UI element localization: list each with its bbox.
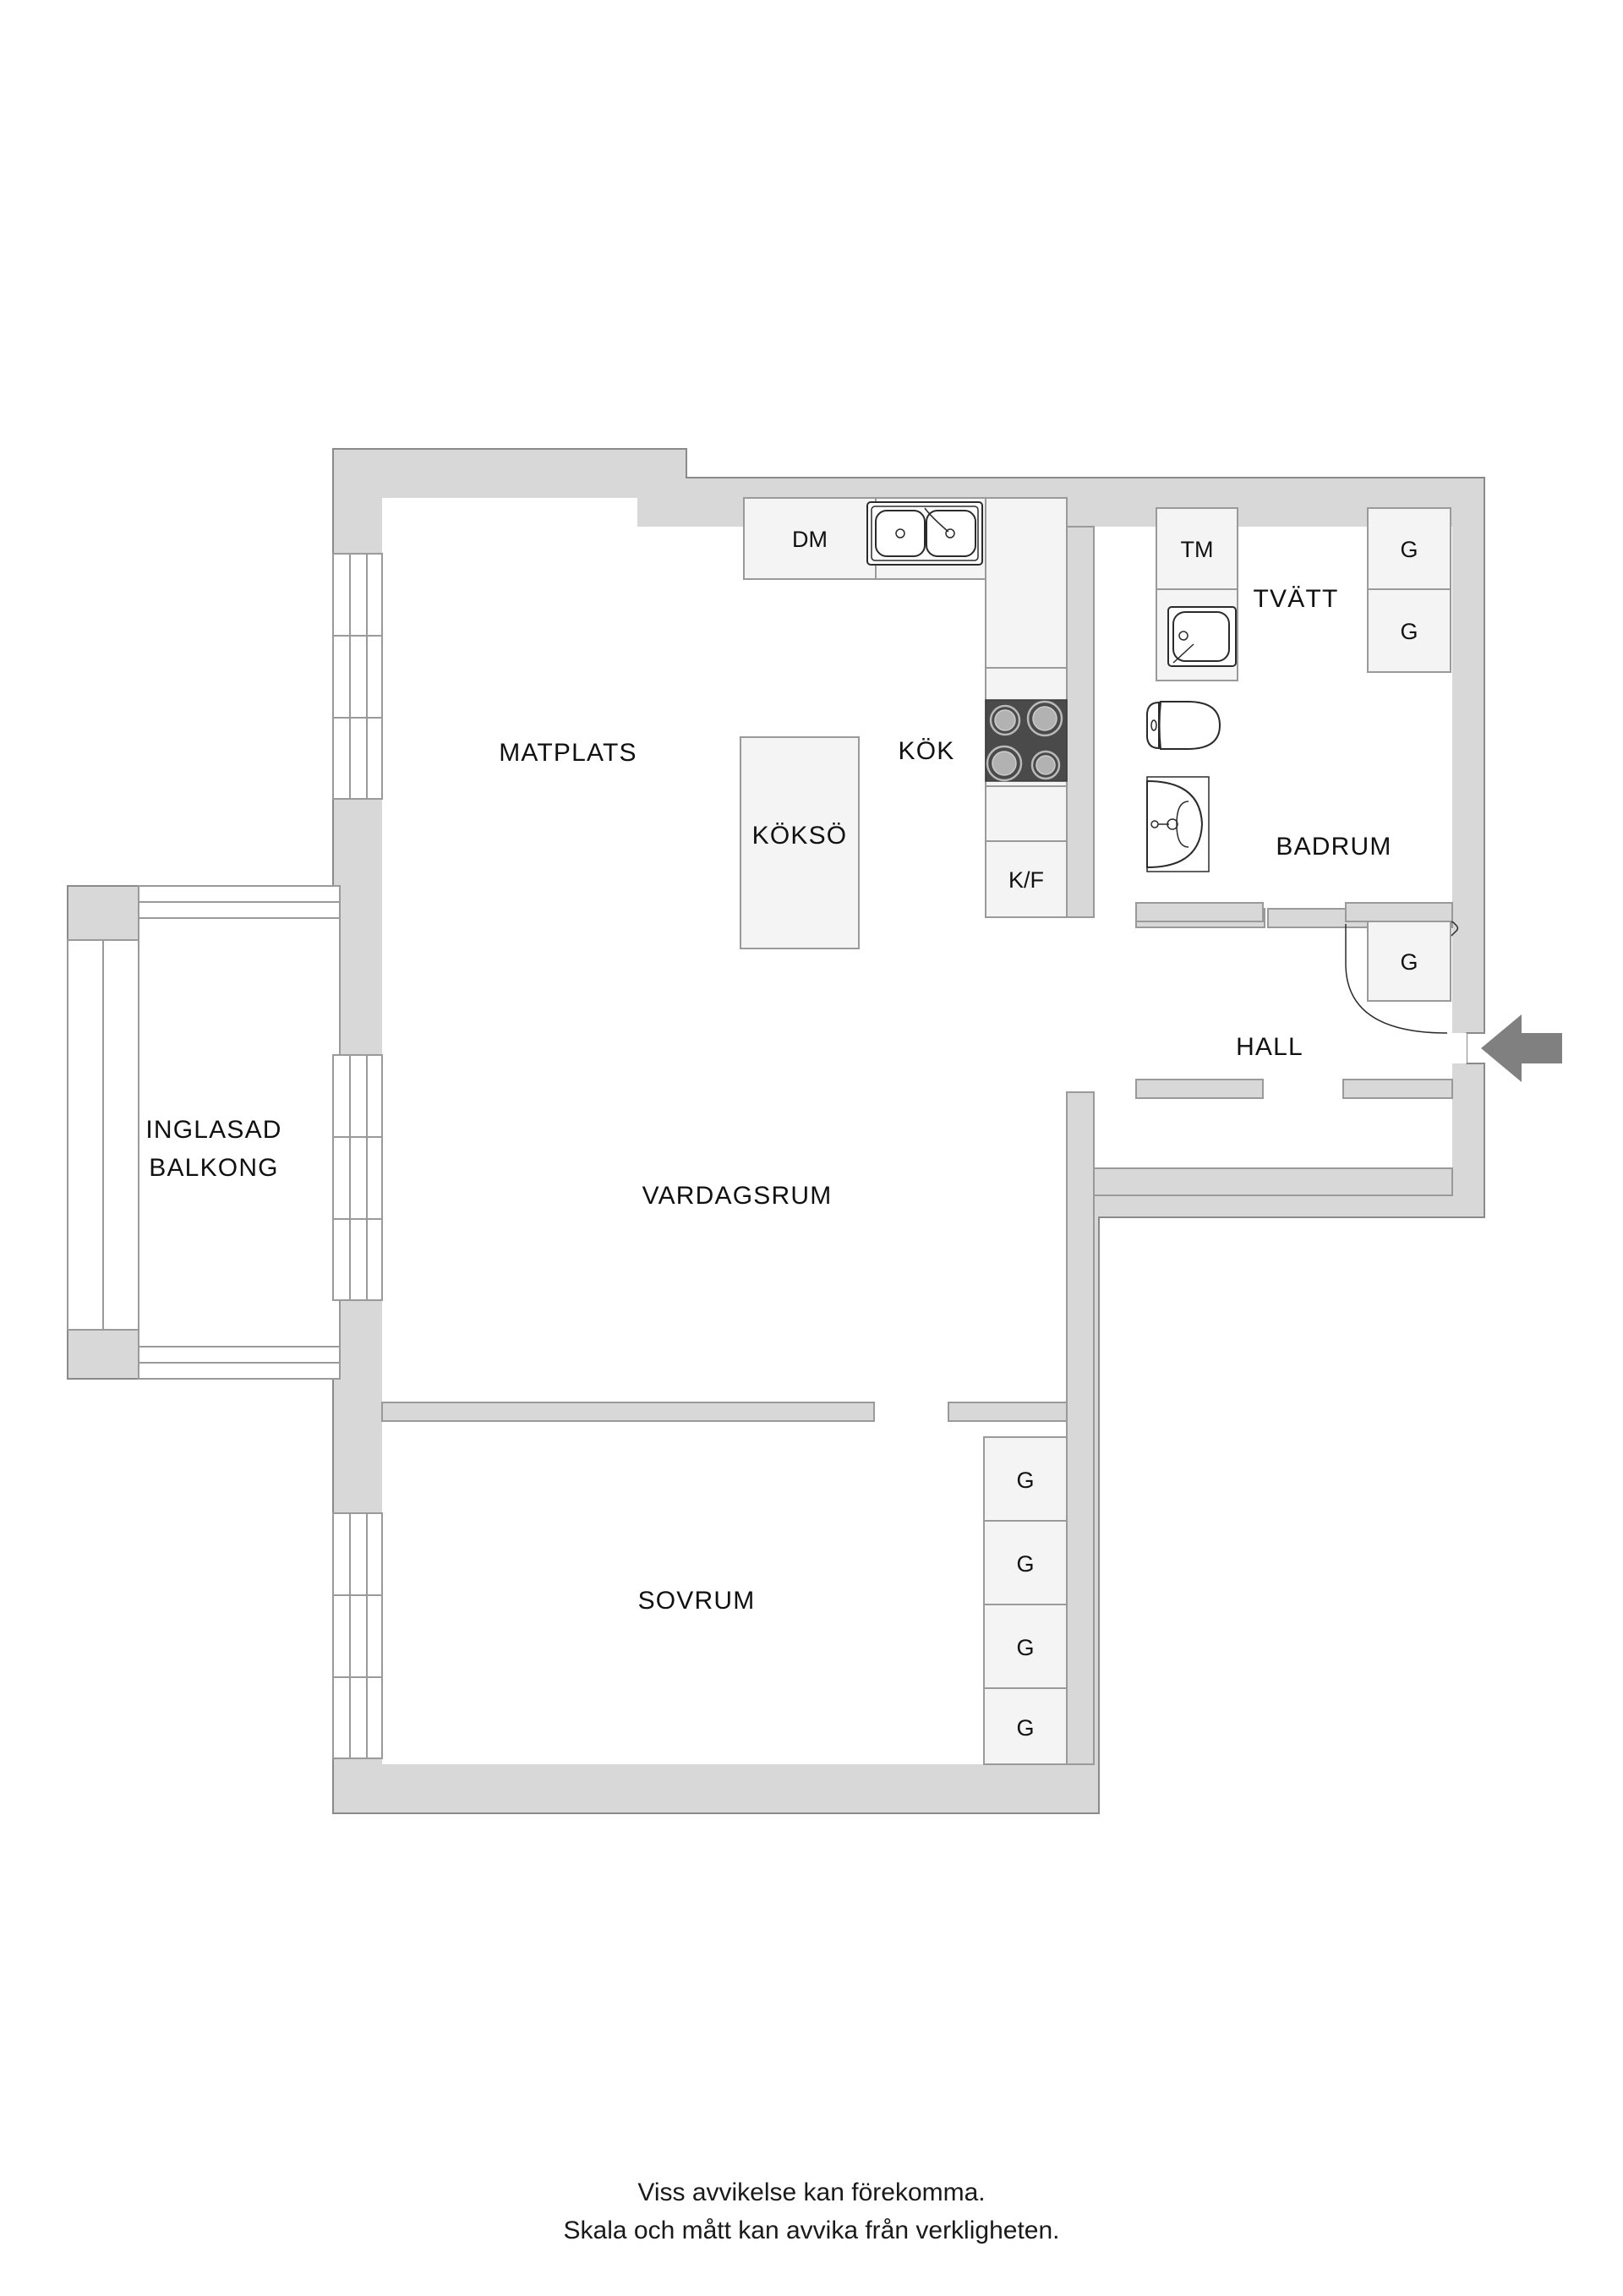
appliance-label-tumbledryer: TM [1181,537,1214,562]
utility-sink-bowl [1172,611,1230,662]
washbasin-inner [1176,801,1189,848]
room-label-vardagsrum: VARDAGSRUM [642,1182,833,1210]
closet-hall-cell [1367,921,1451,1002]
closet-sovrum-1-cell [983,1436,1068,1522]
closet-label-sovrum-1: G [1016,1468,1034,1493]
room-label-badrum: BADRUM [1276,833,1391,861]
room-label-tvatt: TVÄTT [1254,585,1339,613]
closet-sovrum-3-cell [983,1604,1068,1689]
left-exterior-windows [332,553,383,1759]
closet-label-hall: G [1400,949,1418,975]
exterior-walls [332,448,1485,1814]
closet-label-sovrum-2: G [1016,1551,1034,1577]
utility-sink-faucet [1172,643,1194,664]
room-labels: MATPLATS KÖK KÖKSÖ TVÄTT BADRUM HALL VAR… [145,585,1391,1615]
room-label-sovrum: SOVRUM [638,1587,756,1615]
fridge-freezer-cell [985,840,1068,918]
burner-br-ring [1030,750,1061,780]
room-label-balkong-line2: BALKONG [149,1154,278,1182]
wall-hall-horizontal [1093,1167,1453,1196]
burner-tr [1032,706,1057,731]
wall-hall-vertical [1066,1091,1095,1765]
bath-laundry-partitions [1135,902,1453,1099]
burner-tl [994,709,1016,731]
entrance-arrow-icon [1481,1014,1562,1082]
room-label-kok: KÖK [899,737,955,765]
room-label-koksö: KÖKSÖ [752,822,848,850]
room-label-hall: HALL [1236,1033,1303,1061]
sink-drain-right [945,528,955,538]
washbasin-bowl [1146,779,1204,869]
washbasin-icon [1146,776,1210,872]
closet-label-sovrum-4: G [1016,1715,1034,1741]
toilet-cistern [1146,701,1160,750]
balcony-corner-top [67,885,139,941]
window-vardagsrum [332,1054,383,1301]
tumble-dryer-cell [1156,507,1238,590]
interior-floor [382,498,1467,1764]
partition-bath-bottom [1135,1079,1264,1099]
burner-tl-ring [989,704,1021,736]
partition-under-right-closets [1345,902,1453,922]
cooktop-group [985,699,1068,782]
appliance-label-dishwasher: DM [792,527,828,552]
sink-inner-frame [871,506,979,561]
sink-bowl-right [926,510,976,557]
burner-br [1036,755,1056,775]
closet-sovrum-4-cell [983,1687,1068,1765]
partition-under-tm-block [1135,902,1264,922]
sink-drain-left [895,528,905,538]
balcony-corner-bottom [67,1329,139,1380]
footer-disclaimer: Viss avvikelse kan förekomma. Skala och … [564,2178,1060,2244]
footer-line-2: Skala och mått kan avvika från verklighe… [564,2217,1060,2244]
entrance-arrow-shape [1481,1014,1562,1082]
bedroom-closets [948,1402,1068,1765]
toilet-icon [1146,701,1221,750]
shower-corner-curve [1345,924,1448,1034]
closet-label-tvatt-lower: G [1400,619,1418,644]
closet-labels: G G G G G G G [1016,537,1418,1741]
utility-sink-icon [1167,606,1237,667]
footer-line-1: Viss avvikelse kan förekomma. [637,2178,985,2206]
toilet-flush-mark [1150,719,1157,731]
wall-vardagsrum-sovrum [381,1402,875,1422]
appliance-labels: DM TM K/F [792,527,1213,893]
sink-faucet [924,507,949,533]
room-label-matplats: MATPLATS [499,739,637,767]
wall-above-bedroom-closets [948,1402,1068,1422]
island-body [740,736,860,949]
closet-tvatt-upper-cell [1367,507,1451,590]
burner-bl [992,751,1017,776]
sink-bowl-left [875,510,926,557]
appliance-label-fridgefreezer: K/F [1008,867,1044,893]
wall-kok-badrum [1066,526,1095,918]
closet-label-sovrum-3: G [1016,1635,1034,1660]
double-sink-icon [866,501,983,566]
burner-tr-ring [1026,700,1063,737]
partition-bath-bottom-right [1342,1079,1453,1099]
window-sovrum [332,1512,383,1759]
utility-sink-drain [1178,631,1189,641]
hall-closet-group [1367,921,1451,1002]
room-label-balkong-line1: INGLASAD [145,1116,281,1144]
burner-bl-ring [986,745,1023,782]
closet-sovrum-2-cell [983,1520,1068,1605]
kitchen-island [740,736,860,949]
balcony-structure [67,885,341,1380]
toilet-bowl [1158,701,1221,750]
closet-label-tvatt-upper: G [1400,537,1418,562]
closet-tvatt-lower-cell [1367,588,1451,673]
balcony-floor [139,918,340,1347]
dishwasher-cell [743,497,877,580]
window-matplats [332,553,383,800]
